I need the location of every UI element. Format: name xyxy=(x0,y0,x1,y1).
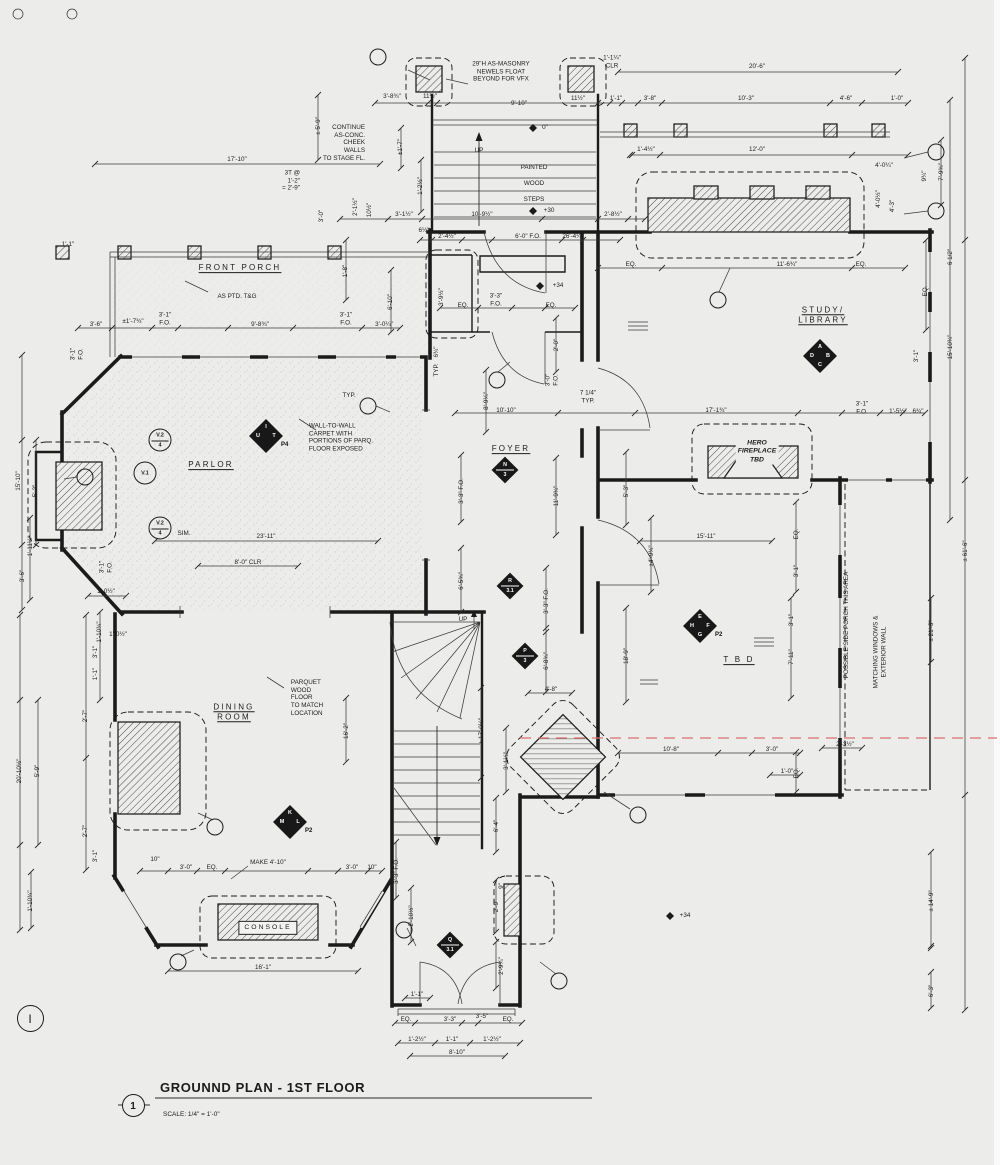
title-underline xyxy=(118,1097,592,1106)
marker-text: Q xyxy=(447,937,453,943)
callout-circle-icon xyxy=(395,921,413,939)
corner-mark-icon xyxy=(66,8,78,20)
floor-texture-layer xyxy=(66,260,428,610)
stair-layer xyxy=(389,610,481,846)
divider-line xyxy=(151,440,169,441)
marker-letter: D xyxy=(810,353,814,359)
windows-layer xyxy=(121,252,933,929)
corner-mark-icon xyxy=(12,8,24,20)
level-markers xyxy=(529,124,674,920)
marker-tag: P4 xyxy=(281,442,289,448)
grid-bubble: I xyxy=(16,1004,44,1032)
marker-letter: F xyxy=(706,623,710,629)
marker-text: N xyxy=(503,462,507,468)
marker-letter: A xyxy=(818,344,822,350)
callout-circle-icon xyxy=(709,291,727,309)
divider-line xyxy=(151,528,169,529)
leader-lines xyxy=(63,69,929,975)
divider-line xyxy=(441,944,459,946)
marker-letter: U xyxy=(256,433,260,439)
window-type-marker: V.2 4 xyxy=(148,428,172,452)
divider-line xyxy=(516,655,534,657)
marker-text: R xyxy=(508,578,512,584)
console-millwork xyxy=(217,903,319,941)
divider-line xyxy=(496,469,514,471)
dimension-ticks xyxy=(16,54,969,1060)
marker-letter: C xyxy=(818,362,822,368)
drawing-scale: SCALE: 1/4" = 1'-0" xyxy=(163,1111,220,1118)
callout-circle-icon xyxy=(359,397,377,415)
callout-circle-icon xyxy=(488,371,506,389)
dining-window-seat xyxy=(117,721,181,815)
marker-letter: E xyxy=(698,614,702,620)
callout-circle-icon xyxy=(206,818,224,836)
marker-text: V.1 xyxy=(141,470,149,476)
callout-circle-icon xyxy=(629,806,647,824)
marker-text: 4 xyxy=(158,530,162,536)
marker-text: P xyxy=(523,648,527,654)
marker-letter: G xyxy=(697,632,703,638)
parlor-window-seat xyxy=(55,461,103,531)
marker-letter: L xyxy=(296,819,300,825)
marker-letter: I xyxy=(265,424,267,430)
callout-circle-icon xyxy=(927,202,945,220)
floor-marks xyxy=(628,321,774,685)
callout-circle-icon xyxy=(550,972,568,990)
marker-text: 3 xyxy=(523,658,527,664)
drawing-title: GROUNND PLAN - 1ST FLOOR xyxy=(160,1080,366,1095)
callout-circle-icon xyxy=(169,953,187,971)
dashed-callout-boxes xyxy=(27,57,930,959)
corner-fireplace xyxy=(506,700,620,814)
porch-steps-layer xyxy=(109,119,890,1016)
marker-text: 3 xyxy=(503,472,507,478)
marker-text: 4 xyxy=(158,442,162,448)
marker-text: 3.1 xyxy=(506,588,514,594)
study-fireplace-mass xyxy=(647,197,851,233)
marker-letter: K xyxy=(288,810,292,816)
marker-tag: P2 xyxy=(305,828,313,834)
marker-text: V.2 xyxy=(156,520,164,526)
drawing-number-bubble: 1 xyxy=(121,1093,145,1117)
sheet-edge xyxy=(994,0,1000,1165)
marker-letter: M xyxy=(279,819,285,825)
marker-letter: H xyxy=(690,623,694,629)
possible-side-porch-outline xyxy=(844,484,930,791)
window-type-marker: V.2 4 xyxy=(148,516,172,540)
reference-diamond-marker: Q 3.1 xyxy=(435,930,465,960)
callout-circle-icon xyxy=(927,143,945,161)
divider-line xyxy=(501,585,519,587)
doors-layer xyxy=(419,231,660,1005)
callout-circle-icon xyxy=(369,48,387,66)
reference-diamond-marker: R 3.1 xyxy=(495,571,525,601)
window-type-marker: V.1 xyxy=(133,461,157,485)
marker-letter: B xyxy=(826,353,830,359)
marker-text: V.2 xyxy=(156,432,164,438)
marker-letter: T xyxy=(272,433,276,439)
dimension-lines-layer xyxy=(16,54,969,1060)
marker-text: 3.1 xyxy=(446,947,454,953)
callout-circle-icon xyxy=(76,468,94,486)
dimension-lines xyxy=(19,58,966,1057)
marker-tag: P2 xyxy=(715,632,723,638)
